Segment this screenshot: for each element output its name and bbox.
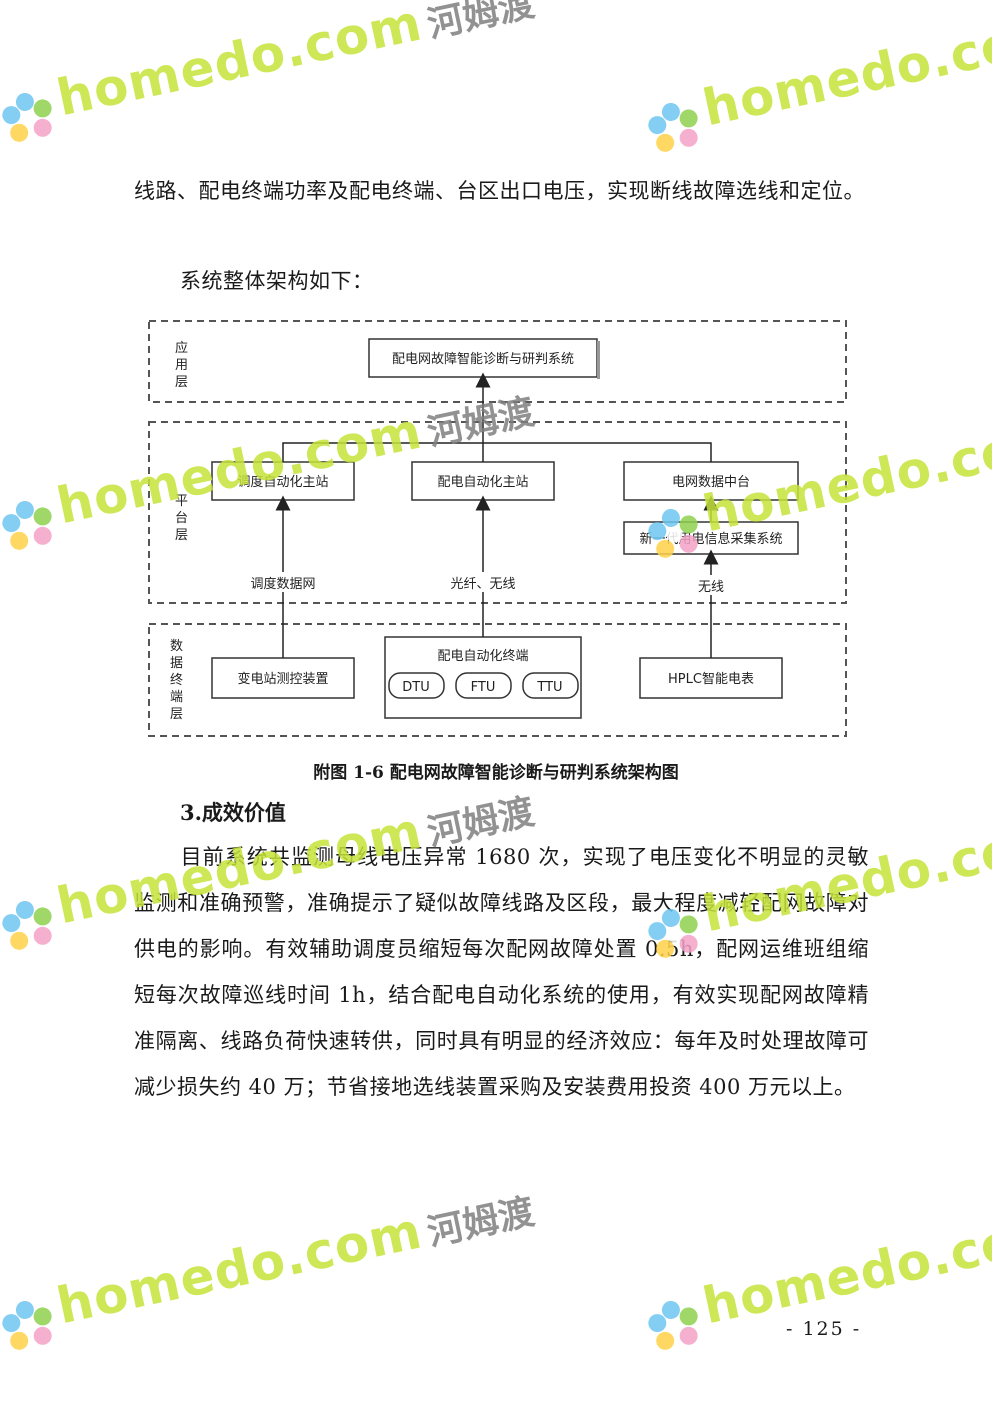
watermark-word: homedo.com bbox=[51, 1201, 428, 1336]
fiber-wireless-label: 光纤、无线 bbox=[450, 577, 515, 592]
substation-device-label: 变电站测控装置 bbox=[237, 671, 328, 687]
terminal-layer-label: 数据终端层 bbox=[170, 639, 183, 722]
ttu-label: TTU bbox=[536, 680, 562, 695]
dispatch-network-label: 调度数据网 bbox=[250, 576, 315, 592]
effect-text: 目前系统共监测母线电压异常 1680 次，实现了电压变化不明显的灵敏监测和准确预… bbox=[134, 845, 869, 1099]
platform-bus-line bbox=[282, 442, 712, 462]
architecture-diagram: 应用层 平台层 数据终端层 配电网故障智能诊断与研判系统 调度自动化主站 配电自… bbox=[148, 320, 847, 737]
figure-caption: 附图 1-6 配电网故障智能诊断与研判系统架构图 bbox=[313, 763, 679, 783]
application-layer-label: 应用层 bbox=[175, 340, 188, 390]
distribution-terminal-label: 配电自动化终端 bbox=[437, 648, 528, 664]
new-gen-collection-label: 新一代用电信息采集系统 bbox=[639, 531, 782, 547]
page-number: - 125 - bbox=[786, 1318, 862, 1340]
terminal-layer-frame bbox=[148, 623, 847, 737]
application-layer-frame bbox=[148, 320, 847, 403]
dispatch-master-label: 调度自动化主站 bbox=[237, 474, 328, 490]
intro-paragraph: 线路、配电终端功率及配电终端、台区出口电压，实现断线故障选线和定位。 bbox=[134, 179, 865, 203]
platform-layer-label: 平台层 bbox=[175, 494, 188, 543]
dispatch-master-box bbox=[211, 461, 355, 501]
ftu-pill bbox=[455, 672, 512, 699]
dtu-label: DTU bbox=[402, 680, 429, 695]
flower-logo-icon bbox=[2, 1300, 52, 1350]
platform-layer-frame bbox=[148, 421, 847, 604]
flower-logo-icon bbox=[648, 1300, 698, 1350]
effect-paragraph: 目前系统共监测母线电压异常 1680 次，实现了电压变化不明显的灵敏监测和准确预… bbox=[134, 834, 869, 1110]
watermark-cn: 河姆渡 bbox=[423, 1191, 539, 1255]
ftu-label: FTU bbox=[471, 680, 496, 695]
grid-data-center-label: 电网数据中台 bbox=[672, 475, 750, 490]
distribution-master-label: 配电自动化主站 bbox=[437, 475, 528, 490]
watermark: homedo.com河姆渡 bbox=[0, 1178, 541, 1361]
hplc-meter-label: HPLC智能电表 bbox=[668, 672, 754, 687]
watermark-word: homedo.com bbox=[697, 1201, 992, 1336]
wireless-label: 无线 bbox=[698, 580, 724, 595]
top-system-label: 配电网故障智能诊断与研判系统 bbox=[392, 352, 574, 367]
ttu-pill bbox=[522, 672, 579, 699]
section-heading: 3.成效价值 bbox=[180, 800, 286, 825]
dtu-pill bbox=[388, 672, 445, 699]
flower-logo-icon bbox=[2, 900, 52, 950]
hplc-meter-box bbox=[639, 657, 783, 699]
substation-device-box bbox=[211, 657, 355, 699]
grid-data-center-box bbox=[623, 461, 799, 501]
architecture-lead: 系统整体架构如下： bbox=[180, 269, 374, 293]
